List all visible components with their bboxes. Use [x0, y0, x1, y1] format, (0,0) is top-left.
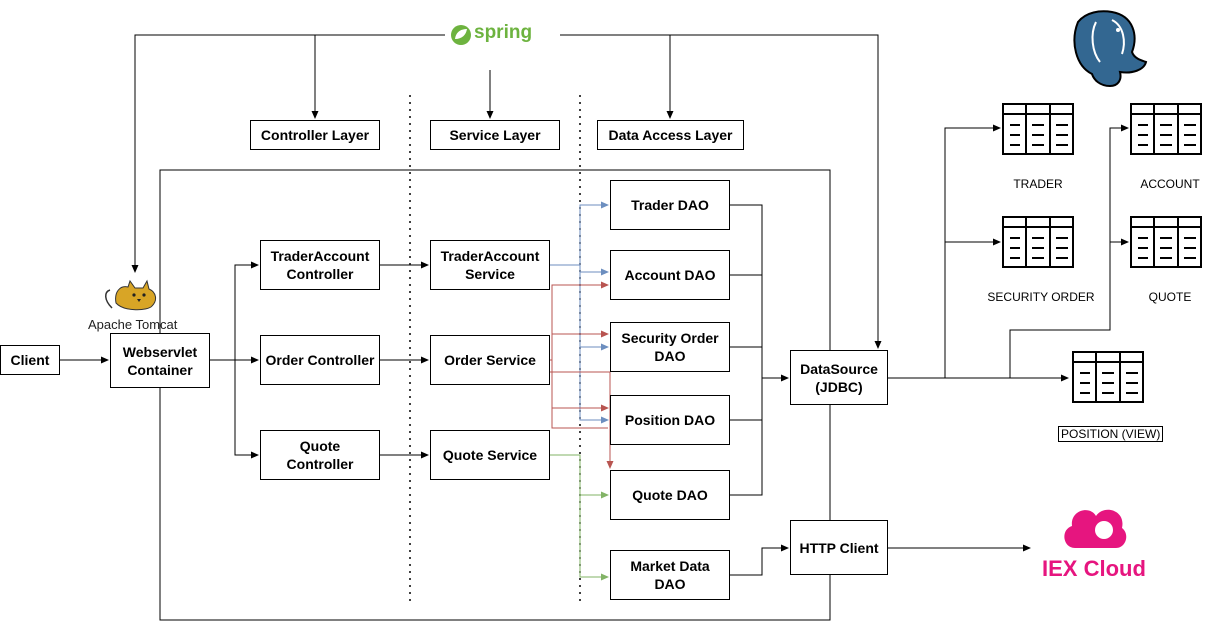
trader-dao-node[interactable]: Trader DAO [610, 180, 730, 230]
http-client-node[interactable]: HTTP Client [790, 520, 888, 575]
client-node[interactable]: Client [0, 345, 60, 375]
spring-leaf-icon [451, 25, 471, 45]
table-icon-position-view [1072, 351, 1144, 403]
table-icon-security-order [1002, 216, 1074, 268]
quote-controller-node[interactable]: Quote Controller [260, 430, 380, 480]
market-data-dao-node[interactable]: Market Data DAO [610, 550, 730, 600]
data-access-layer-label: Data Access Layer [597, 120, 744, 150]
iex-logo-text: IEX Cloud [1042, 556, 1146, 581]
iex-cloud-icon [1064, 509, 1127, 548]
table-label-account: ACCOUNT [1140, 177, 1200, 191]
account-dao-node[interactable]: Account DAO [610, 250, 730, 300]
table-label-security-order: SECURITY ORDER [987, 290, 1095, 304]
tomcat-cat-icon [105, 279, 157, 311]
controller-layer-label: Controller Layer [250, 120, 380, 150]
table-icon-quote [1130, 216, 1202, 268]
table-label-position-view: POSITION (VIEW) [1058, 426, 1164, 442]
trader-account-service-node[interactable]: TraderAccount Service [430, 240, 550, 290]
flow-connectors [60, 124, 1129, 620]
datasource-node[interactable]: DataSource (JDBC) [790, 350, 888, 405]
position-dao-node[interactable]: Position DAO [610, 395, 730, 445]
postgresql-elephant-icon [1073, 10, 1148, 88]
order-service-node[interactable]: Order Service [430, 335, 550, 385]
security-order-dao-node[interactable]: Security Order DAO [610, 322, 730, 372]
quote-dao-node[interactable]: Quote DAO [610, 470, 730, 520]
tomcat-logo-text: Apache Tomcat [88, 317, 178, 332]
webservlet-container-node[interactable]: Webservlet Container [110, 333, 210, 388]
service-layer-label: Service Layer [430, 120, 560, 150]
table-icon-trader [1002, 103, 1074, 155]
table-label-quote: QUOTE [1148, 290, 1192, 304]
spring-connectors [131, 34, 882, 349]
table-label-trader: TRADER [1013, 177, 1063, 191]
order-controller-node[interactable]: Order Controller [260, 335, 380, 385]
trader-account-controller-node[interactable]: TraderAccount Controller [260, 240, 380, 290]
service-dao-connectors [550, 201, 614, 581]
table-icon-account [1130, 103, 1202, 155]
quote-service-node[interactable]: Quote Service [430, 430, 550, 480]
spring-logo-text: spring [474, 22, 533, 43]
